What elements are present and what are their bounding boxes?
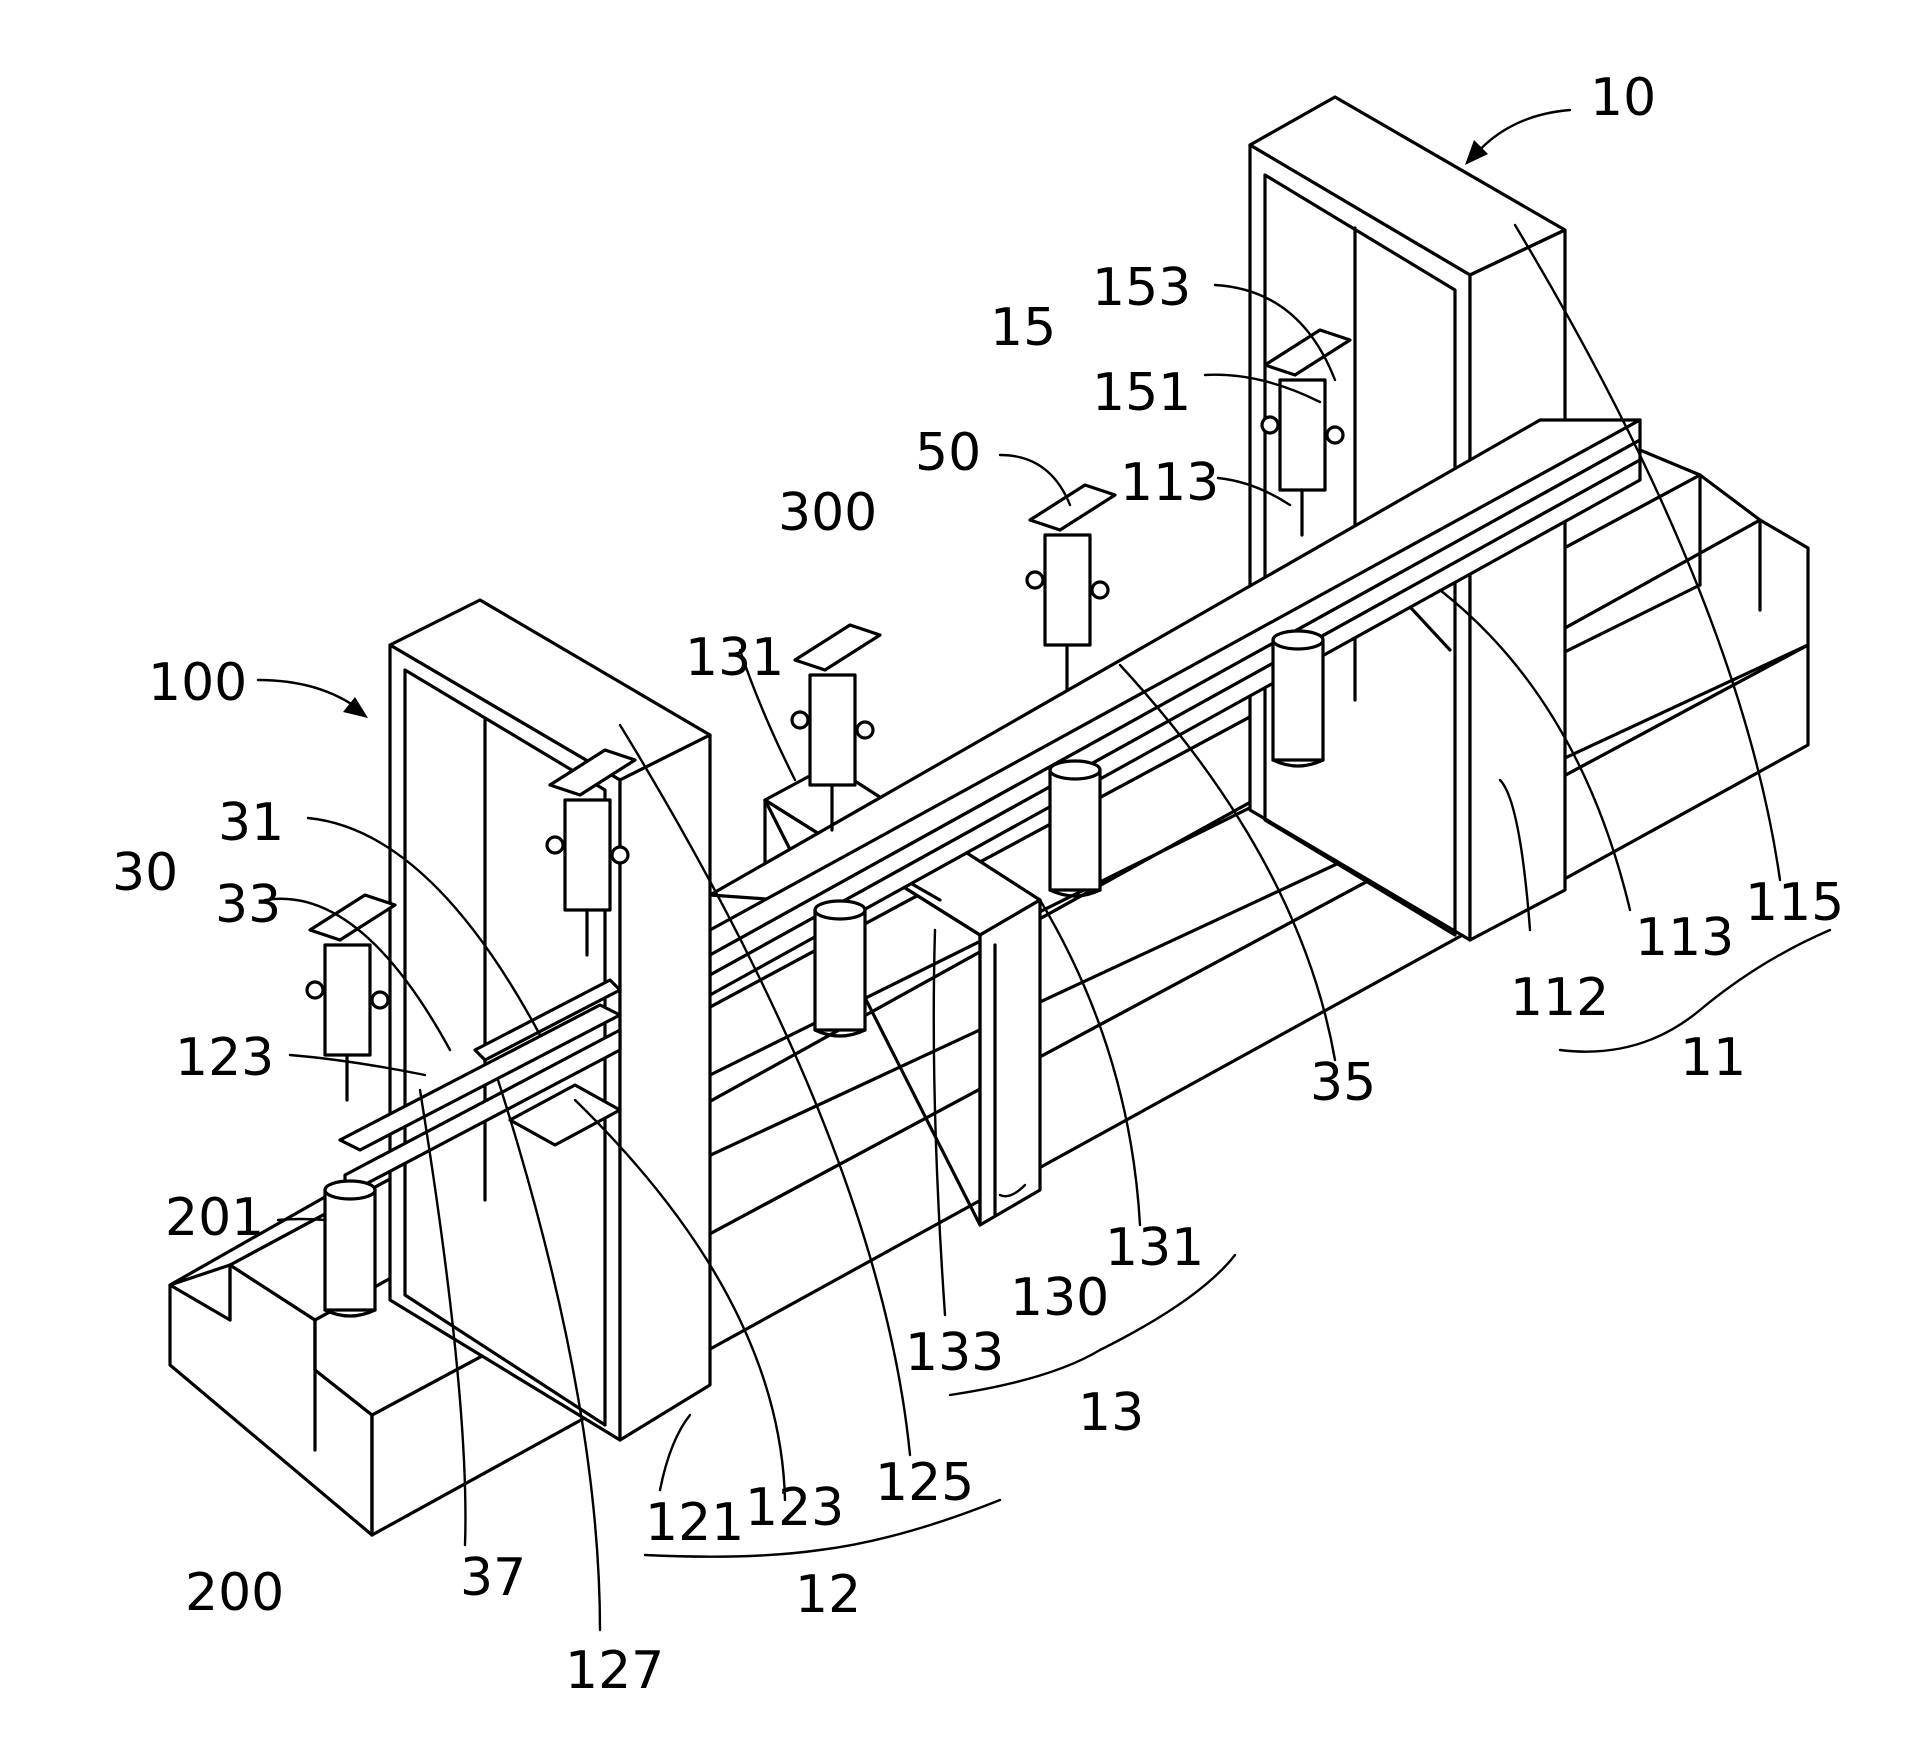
label-15: 15 <box>990 298 1056 358</box>
label-115: 115 <box>1745 873 1844 933</box>
label-50: 50 <box>915 423 981 483</box>
label-31: 31 <box>218 793 284 853</box>
label-131a: 131 <box>685 628 784 688</box>
label-121: 121 <box>645 1493 744 1553</box>
label-123b: 123 <box>745 1478 844 1538</box>
label-151: 151 <box>1092 363 1191 423</box>
label-200: 200 <box>185 1563 284 1623</box>
label-113b: 113 <box>1635 908 1734 968</box>
label-125: 125 <box>875 1453 974 1513</box>
label-37: 37 <box>460 1548 526 1608</box>
label-130: 130 <box>1010 1268 1109 1328</box>
label-33: 33 <box>215 875 281 935</box>
label-123a: 123 <box>175 1028 274 1088</box>
label-201: 201 <box>165 1188 264 1248</box>
label-12: 12 <box>795 1565 861 1625</box>
label-112: 112 <box>1510 968 1609 1028</box>
label-13: 13 <box>1078 1383 1144 1443</box>
label-133: 133 <box>905 1323 1004 1383</box>
label-11: 11 <box>1680 1028 1746 1088</box>
label-300: 300 <box>778 483 877 543</box>
label-35: 35 <box>1310 1053 1376 1113</box>
label-127: 127 <box>565 1641 664 1701</box>
label-113a: 113 <box>1120 453 1219 513</box>
label-10: 10 <box>1590 68 1656 128</box>
label-131b: 131 <box>1105 1218 1204 1278</box>
label-100: 100 <box>148 653 247 713</box>
label-30: 30 <box>112 843 178 903</box>
label-153: 153 <box>1092 258 1191 318</box>
